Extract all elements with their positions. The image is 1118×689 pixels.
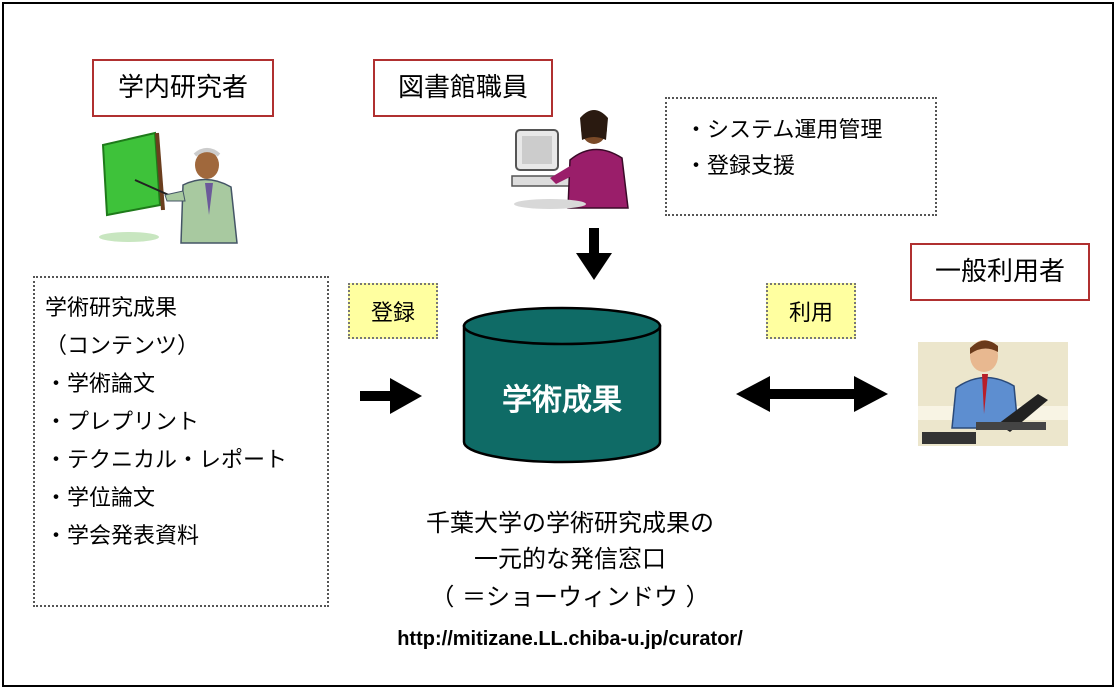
use-label: 利用 [766,283,856,339]
user-with-laptop-icon [918,340,1068,446]
role-librarian: 図書館職員 [373,59,553,117]
librarian-tasks-box: ・システム運用管理 ・登録支援 [665,97,937,216]
contents-item: ・学会発表資料 [45,524,200,549]
contents-item: ・テクニカル・レポート [45,448,288,473]
repository-url[interactable]: http://mitizane.LL.chiba-u.jp/curator/ [397,628,743,650]
contents-item: ・学術論文 [45,372,156,397]
description-line1: 千葉大学の学術研究成果の [426,509,714,537]
task-item: ・システム運用管理 [685,118,883,143]
researcher-presenting-icon [99,131,238,244]
contents-heading: 学術研究成果 [45,296,178,321]
librarian-at-computer-icon [511,110,629,209]
down-arrow [576,228,612,280]
bidirectional-arrow [736,376,888,412]
role-general-user: 一般利用者 [910,243,1090,301]
register-label: 登録 [348,283,438,339]
register-arrow [360,378,422,414]
repository-label: 学術成果 [502,383,622,418]
role-researcher: 学内研究者 [92,59,274,117]
repository-cylinder: 学術成果 [462,306,662,464]
task-item: ・登録支援 [685,154,796,179]
description-line2: 一元的な発信窓口 [474,545,666,573]
contents-subheading: （コンテンツ） [45,334,200,359]
contents-item: ・プレプリント [45,410,200,435]
contents-box: 学術研究成果 （コンテンツ） ・学術論文 ・プレプリント ・テクニカル・レポート… [33,276,329,607]
description-line3: （ ＝ショーウィンドウ ） [430,583,710,611]
contents-item: ・学位論文 [45,486,156,511]
